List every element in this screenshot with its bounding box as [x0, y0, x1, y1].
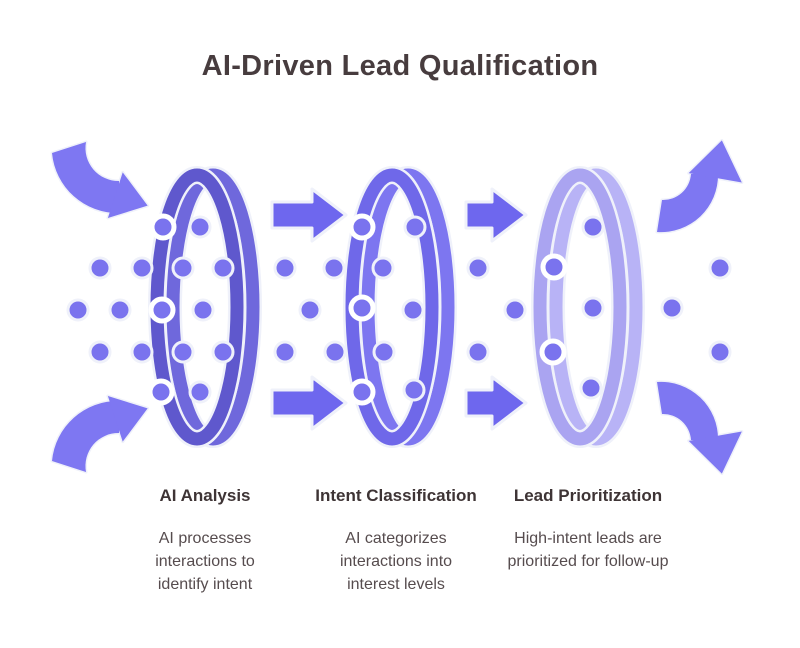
- entry-arrow-bottom: [50, 394, 150, 474]
- entry-arrow-top: [50, 140, 150, 220]
- stage-2-description: AI categorizes interactions into interes…: [339, 530, 453, 594]
- stage-3-heading: Lead Prioritization: [513, 486, 663, 505]
- stage-1-label: AI Analysis AI processes interactions to…: [110, 486, 300, 597]
- stage-1-heading: AI Analysis: [159, 486, 251, 505]
- stage-2-heading: Intent Classification: [315, 486, 477, 505]
- stage-3-label: Lead Prioritization High-intent leads ar…: [493, 486, 683, 573]
- stage-3-description: High-intent leads are prioritized for fo…: [507, 530, 669, 571]
- flow-arrows-straight: [270, 187, 528, 431]
- filtered-dots-on-rings: [147, 213, 568, 406]
- stage-2-label: Intent Classification AI categorizes int…: [301, 486, 491, 597]
- page-title: AI-Driven Lead Qualification: [201, 50, 599, 82]
- flow-dots: [66, 215, 732, 404]
- exit-arrow-top: [655, 138, 744, 234]
- stage3-filter-ring: [531, 166, 645, 448]
- exit-arrow-bottom: [655, 380, 744, 476]
- stage-1-description: AI processes interactions to identify in…: [155, 530, 255, 594]
